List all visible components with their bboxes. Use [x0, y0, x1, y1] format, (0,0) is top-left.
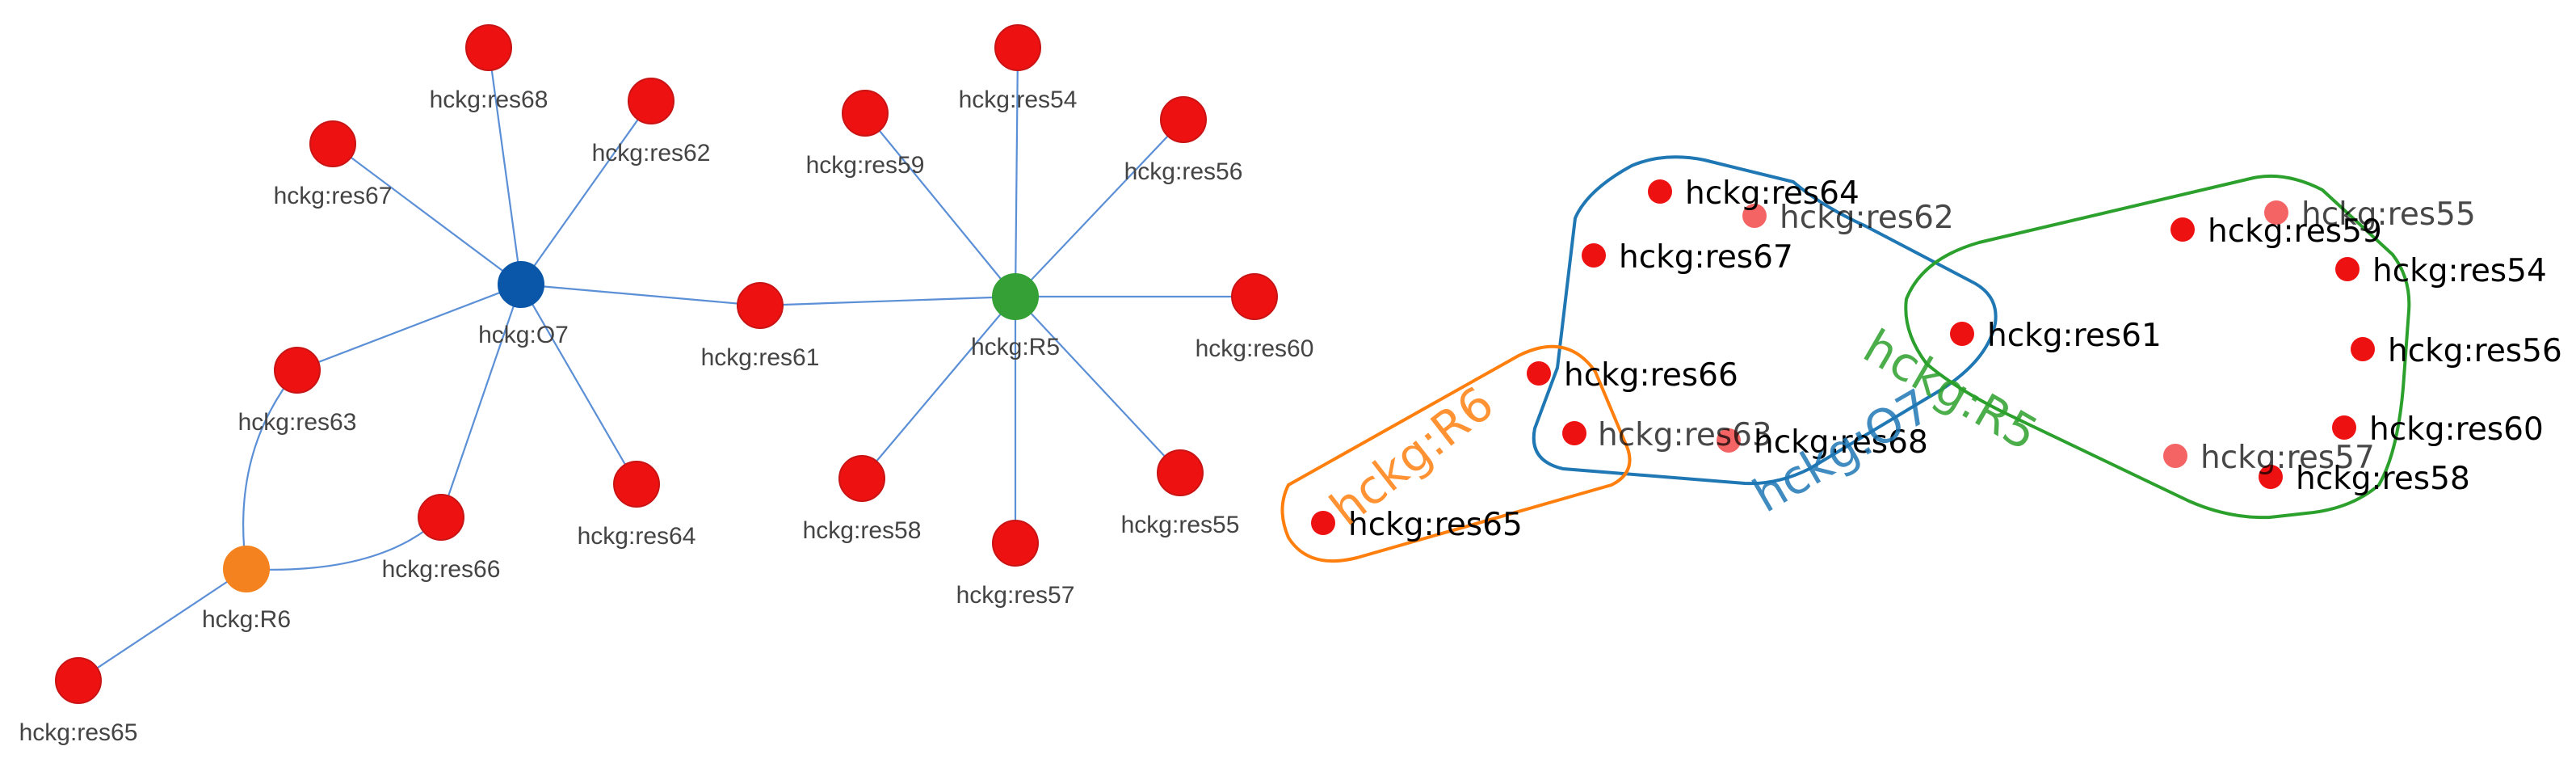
hyper-node-label-res66: hckg:res66 — [1564, 357, 1738, 394]
node-label-O7: hckg:O7 — [478, 322, 569, 348]
node-res63[interactable] — [274, 347, 321, 394]
hyper-node-label-res63: hckg:res63 — [1598, 417, 1772, 453]
hyper-node-res56[interactable] — [2351, 337, 2375, 361]
left-graph-labels: hckg:O7 hckg:R5 hckg:R6 hckg:res68 hckg:res6… — [19, 86, 1314, 746]
node-label-res54: hckg:res54 — [959, 86, 1078, 113]
node-label-R5: hckg:R5 — [971, 334, 1060, 360]
node-label-res55: hckg:res55 — [1121, 512, 1240, 538]
node-R6[interactable] — [223, 546, 270, 592]
node-label-res65: hckg:res65 — [19, 719, 138, 746]
node-res62[interactable] — [628, 78, 674, 124]
node-label-res56: hckg:res56 — [1124, 158, 1243, 185]
edge-O7-res61 — [520, 283, 761, 307]
hyper-node-res61[interactable] — [1950, 322, 1974, 346]
node-res61[interactable] — [737, 282, 784, 329]
node-res65[interactable] — [55, 657, 102, 704]
hyper-node-res64[interactable] — [1648, 179, 1672, 204]
node-label-res61: hckg:res61 — [701, 344, 820, 371]
hyper-node-res68[interactable] — [1562, 421, 1586, 445]
edge-O7-res62 — [520, 100, 652, 285]
node-res64[interactable] — [613, 461, 660, 508]
edge-R5-res61 — [759, 295, 1016, 307]
node-res66[interactable] — [418, 494, 464, 541]
hyperedge-hull-R6 — [1280, 344, 1632, 563]
node-res55[interactable] — [1157, 449, 1204, 496]
hyper-node-label-res62: hckg:res62 — [1780, 200, 1954, 236]
hyper-node-res58[interactable] — [2259, 465, 2283, 489]
right-hyperedge-hulls — [1280, 155, 2411, 563]
hyperedge-hull-O7 — [1532, 155, 1998, 486]
hyperedge-hull-R5 — [1904, 174, 2411, 520]
hyper-node-label-res56: hckg:res56 — [2388, 333, 2562, 369]
hyper-node-label-res65: hckg:res65 — [1348, 507, 1523, 543]
hyper-node-res66[interactable] — [1527, 361, 1551, 386]
node-res56[interactable] — [1160, 96, 1207, 143]
node-res57[interactable] — [992, 520, 1039, 567]
hyper-node-label-res64: hckg:res64 — [1685, 175, 1860, 212]
hyper-node-res55[interactable] — [2264, 200, 2288, 225]
node-label-res62: hckg:res62 — [592, 140, 711, 167]
hyper-node-label-res57: hckg:res57 — [2200, 440, 2375, 476]
node-label-res57: hckg:res57 — [956, 582, 1075, 609]
node-label-res60: hckg:res60 — [1196, 335, 1314, 362]
edge-R6-res63 — [242, 369, 298, 570]
hyper-node-res57[interactable] — [2163, 444, 2187, 468]
node-res58[interactable] — [838, 455, 885, 502]
hyper-node-label-res54: hckg:res54 — [2372, 253, 2547, 289]
node-label-res67: hckg:res67 — [274, 183, 393, 209]
node-res54[interactable] — [994, 24, 1041, 71]
edge-R5-res59 — [864, 112, 1016, 297]
hyper-node-label-res61: hckg:res61 — [1987, 318, 2162, 354]
edge-R5-res58 — [861, 296, 1016, 479]
hyper-node-label-res60: hckg:res60 — [2369, 411, 2544, 448]
edge-O7-res66 — [439, 284, 523, 518]
right-hypergraph-nodes — [1311, 179, 2375, 535]
node-label-res64: hckg:res64 — [578, 523, 696, 550]
edge-R5-res56 — [1015, 119, 1184, 297]
edge-O7-res67 — [332, 143, 522, 285]
edge-R5-res54 — [1014, 47, 1019, 297]
hyper-node-res60[interactable] — [2332, 415, 2356, 440]
node-label-R6: hckg:R6 — [202, 606, 291, 633]
node-label-res66: hckg:res66 — [382, 556, 501, 583]
hyper-node-res63[interactable] — [1717, 428, 1741, 453]
edge-O7-res63 — [296, 283, 522, 372]
node-label-res63: hckg:res63 — [238, 409, 357, 436]
left-graph-panel: hckg:O7 hckg:R5 hckg:R6 hckg:res68 hckg:res6… — [19, 24, 1314, 746]
hyper-node-res54[interactable] — [2335, 257, 2360, 281]
hyper-node-label-res67: hckg:res67 — [1619, 239, 1793, 276]
node-res68[interactable] — [465, 24, 512, 71]
node-O7[interactable] — [498, 261, 544, 308]
node-R5[interactable] — [992, 273, 1039, 320]
node-res60[interactable] — [1231, 273, 1278, 320]
left-graph-edges — [78, 47, 1254, 681]
hyper-node-res62[interactable] — [1742, 204, 1767, 228]
edge-O7-res64 — [520, 284, 637, 485]
left-graph-nodes — [55, 24, 1278, 704]
node-label-res59: hckg:res59 — [806, 152, 925, 179]
hyper-node-label-res68: hckg:res68 — [1754, 424, 1928, 461]
hyper-node-label-res58: hckg:res58 — [2296, 461, 2470, 497]
node-label-res58: hckg:res58 — [803, 517, 922, 544]
hyper-node-label-res55: hckg:res55 — [2301, 196, 2476, 233]
hyper-node-res65[interactable] — [1311, 511, 1335, 535]
node-res67[interactable] — [309, 120, 356, 167]
hyper-node-label-res59: hckg:res59 — [2208, 213, 2382, 250]
edge-O7-res68 — [487, 47, 523, 285]
edge-R6-res65 — [78, 568, 247, 681]
hyper-node-res59[interactable] — [2170, 217, 2195, 242]
hyper-node-res67[interactable] — [1582, 243, 1606, 268]
node-label-res68: hckg:res68 — [430, 86, 548, 113]
edge-R5-res55 — [1015, 296, 1181, 474]
node-res59[interactable] — [842, 90, 889, 137]
